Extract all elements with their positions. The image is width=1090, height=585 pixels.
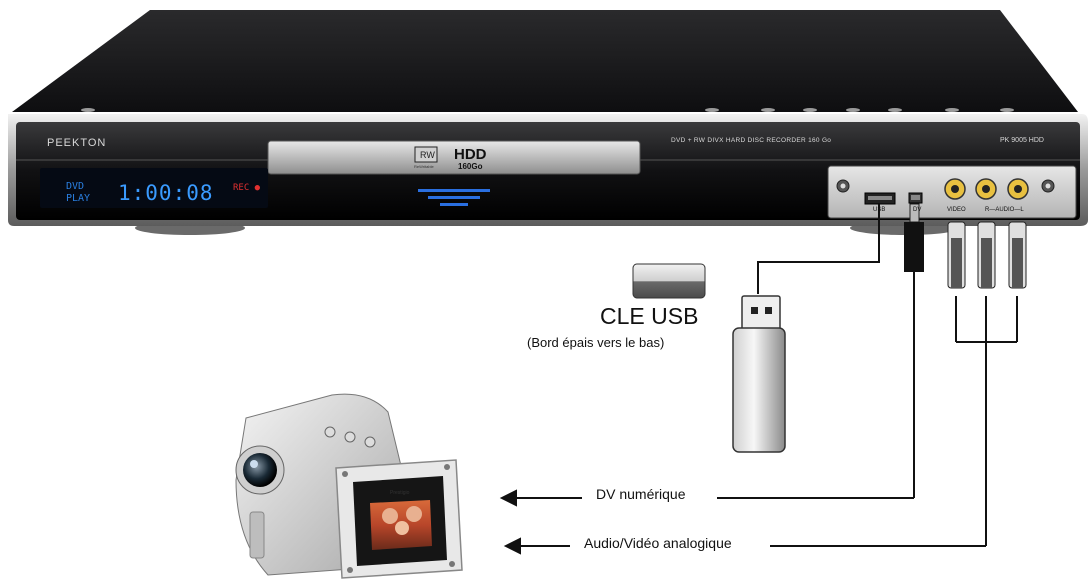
usb-orientation-icon — [632, 263, 706, 299]
rca-jacks — [944, 178, 1029, 200]
lcd-mode: DVD — [66, 181, 85, 192]
rca-plugs — [947, 221, 1027, 289]
port-label-video: VIDEO — [947, 207, 966, 213]
device-model: PK 9005 HDD — [1000, 137, 1044, 144]
cables — [717, 204, 1018, 547]
device-description: DVD + RW DIVX HARD DISC RECORDER 160 Go — [671, 137, 832, 144]
camcorder-icon — [235, 393, 463, 579]
hdd-capacity: 160Go — [458, 162, 483, 171]
lcd-status: PLAY — [66, 193, 91, 204]
usb-key-note: (Bord épais vers le bas) — [527, 335, 665, 350]
lcd-time: 1:00:08 — [118, 181, 214, 205]
hdd-badge: HDD — [454, 146, 487, 163]
rw-badge-text: RW — [420, 150, 435, 160]
port-label-audio: R—AUDIO—L — [985, 207, 1024, 213]
usb-key-title: CLE USB — [600, 303, 699, 329]
top-buttons — [81, 108, 1014, 112]
usb-key — [732, 295, 786, 453]
av-connection-label: Audio/Vidéo analogique — [584, 535, 732, 551]
camera-brand: Prestigio — [390, 490, 410, 496]
disc-tray — [267, 140, 641, 175]
dv-plug — [904, 203, 924, 272]
port-label-usb: USB — [873, 207, 886, 213]
rw-badge-subtext: ReWritable — [414, 164, 434, 169]
top-cover — [12, 10, 1078, 112]
rw-logo — [414, 146, 438, 163]
port-label-dv: DV — [913, 207, 922, 213]
lcd-rec-indicator: REC ● — [233, 183, 261, 193]
dv-connection-label: DV numérique — [596, 486, 686, 502]
blue-indicator — [418, 189, 490, 206]
lcd-display — [40, 168, 268, 208]
arrows — [499, 489, 582, 555]
dvd-recorder — [8, 10, 1088, 235]
brand-name: PEEKTON — [47, 137, 107, 149]
